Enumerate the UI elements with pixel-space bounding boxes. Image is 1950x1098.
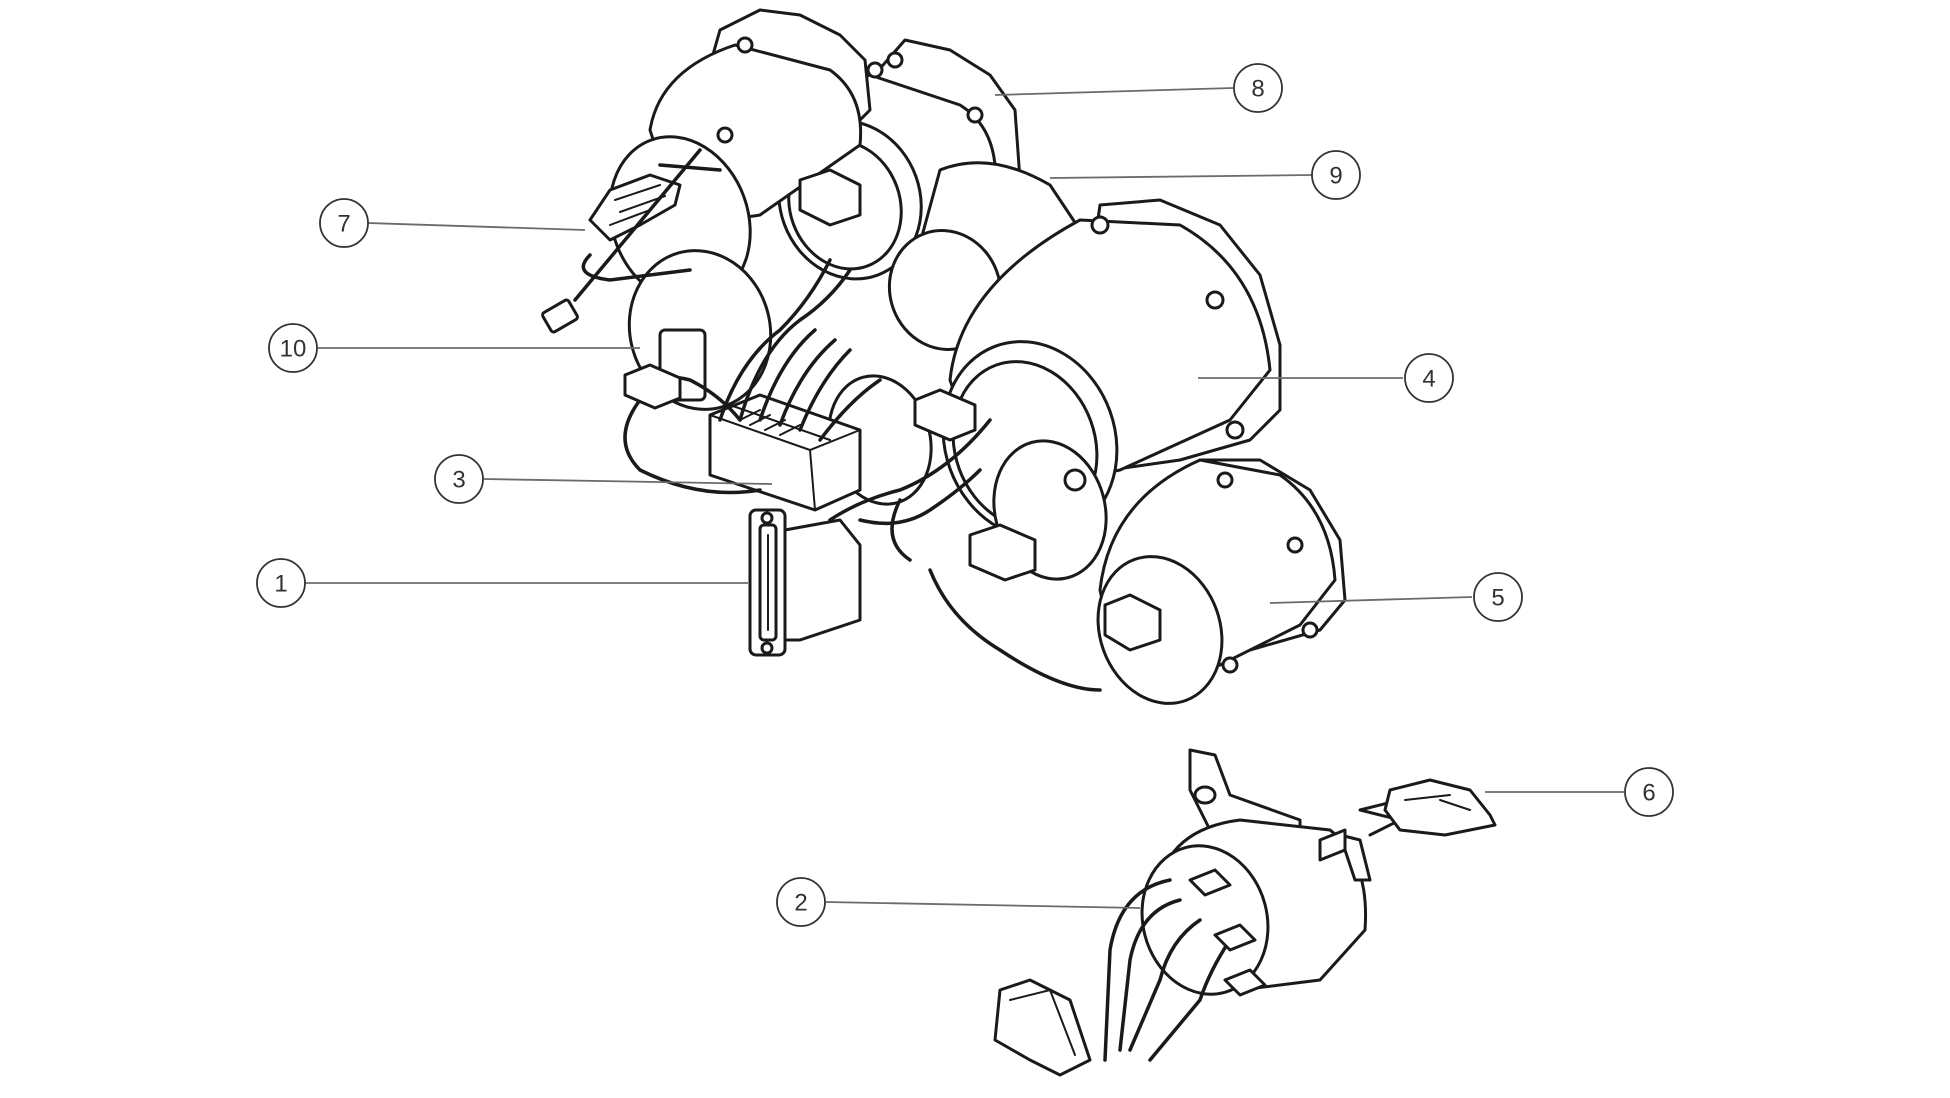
callout-4: 4: [1404, 353, 1454, 403]
callout-label-5: 5: [1491, 585, 1504, 612]
callout-2: 2: [776, 877, 826, 927]
connector-7: [541, 148, 722, 334]
callout-label-4: 4: [1422, 366, 1435, 393]
gauge-4: [941, 198, 1282, 540]
ignition-switch-2: [993, 748, 1372, 1077]
ignition-key-6: [1318, 778, 1497, 862]
callout-label-8: 8: [1251, 76, 1264, 103]
callout-5: 5: [1473, 572, 1523, 622]
callout-label-3: 3: [452, 467, 465, 494]
callout-8: 8: [1233, 63, 1283, 113]
callout-label-2: 2: [794, 890, 807, 917]
callout-label-10: 10: [280, 336, 307, 363]
callout-label-7: 7: [337, 211, 350, 238]
callout-label-1: 1: [274, 571, 287, 598]
small-connectors: [623, 168, 1162, 652]
leader-8: [994, 87, 1234, 96]
connector-block-3: [708, 393, 862, 512]
callout-label-6: 6: [1642, 780, 1655, 807]
callout-6: 6: [1624, 767, 1674, 817]
leader-7: [367, 222, 586, 231]
callout-3: 3: [434, 454, 484, 504]
gauge-5: [1096, 458, 1347, 705]
dsub-connector-1: [748, 508, 862, 657]
callout-10: 10: [268, 323, 318, 373]
wiring-harness: [623, 258, 1102, 692]
leader-2: [825, 901, 1141, 909]
callout-label-9: 9: [1329, 163, 1342, 190]
leader-3: [483, 478, 773, 485]
leader-9: [1049, 174, 1313, 179]
callout-1: 1: [256, 558, 306, 608]
callout-9: 9: [1311, 150, 1361, 200]
leader-5: [1269, 596, 1473, 604]
leader-lines: [305, 87, 1624, 909]
callout-7: 7: [319, 198, 369, 248]
